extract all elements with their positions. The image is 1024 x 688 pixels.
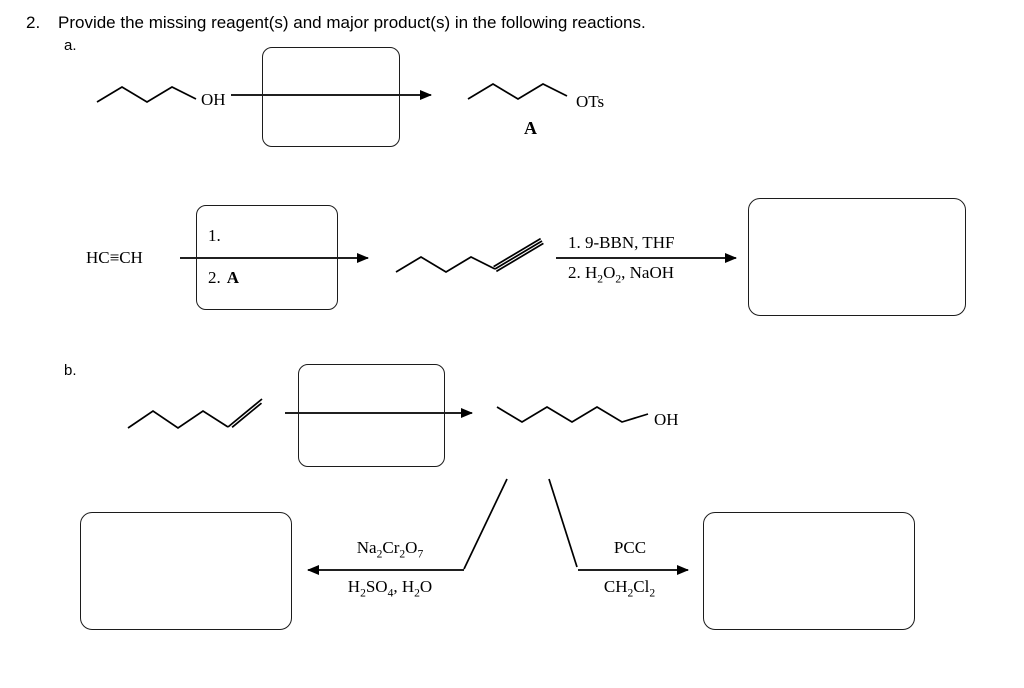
steps-box xyxy=(196,205,338,310)
answer-box-a[interactable] xyxy=(748,198,966,316)
part-a-label: a. xyxy=(64,37,77,54)
question-title: Provide the missing reagent(s) and major… xyxy=(58,13,646,32)
pcc-conditions-line1: PCC xyxy=(613,538,647,557)
question-number: 2. xyxy=(26,13,41,32)
branch-left-line xyxy=(463,478,508,570)
acetylene-formula: HC≡CH xyxy=(86,248,143,267)
butanol-oh-label: OH xyxy=(201,90,226,109)
branch-right-line xyxy=(548,478,578,568)
butanol-structure xyxy=(96,86,197,103)
step-2-label: 2.A xyxy=(208,268,240,287)
part-b-label: b. xyxy=(64,362,77,379)
reagent-box-a1[interactable] xyxy=(262,47,400,147)
answer-box-b-right[interactable] xyxy=(703,512,915,630)
question-header: 2. Provide the missing reagent(s) and maj… xyxy=(26,13,646,33)
triple-bond-line-2 xyxy=(495,242,544,273)
double-bond-line-2 xyxy=(231,402,263,428)
hexyne-structure xyxy=(395,237,544,273)
bbn-conditions-line1: 1. 9-BBN, THF xyxy=(568,233,675,252)
dichromate-conditions-line2: H2SO4, H2O xyxy=(347,577,433,600)
product-a-letter: A xyxy=(524,118,537,138)
hexanol-structure xyxy=(496,406,649,423)
dichromate-conditions-line1: Na2Cr2O7 xyxy=(356,538,424,561)
triple-bond-line-3 xyxy=(493,237,542,268)
triple-bond-line-1 xyxy=(494,240,543,270)
step-1-label: 1. xyxy=(208,226,221,245)
answer-box-b-left[interactable] xyxy=(80,512,292,630)
bbn-conditions-line2: 2. H2O2, NaOH xyxy=(568,263,675,286)
step-2-reagent-a: A xyxy=(226,268,240,287)
pcc-conditions-line2: CH2Cl2 xyxy=(603,577,656,600)
hexene-structure xyxy=(127,398,263,430)
double-bond-line-1 xyxy=(227,398,263,428)
tosylate-ots-label: OTs xyxy=(576,92,605,111)
reagent-box-b1[interactable] xyxy=(298,364,445,467)
butyl-tosylate-structure xyxy=(467,83,568,100)
hexanol-oh-label: OH xyxy=(654,410,679,429)
